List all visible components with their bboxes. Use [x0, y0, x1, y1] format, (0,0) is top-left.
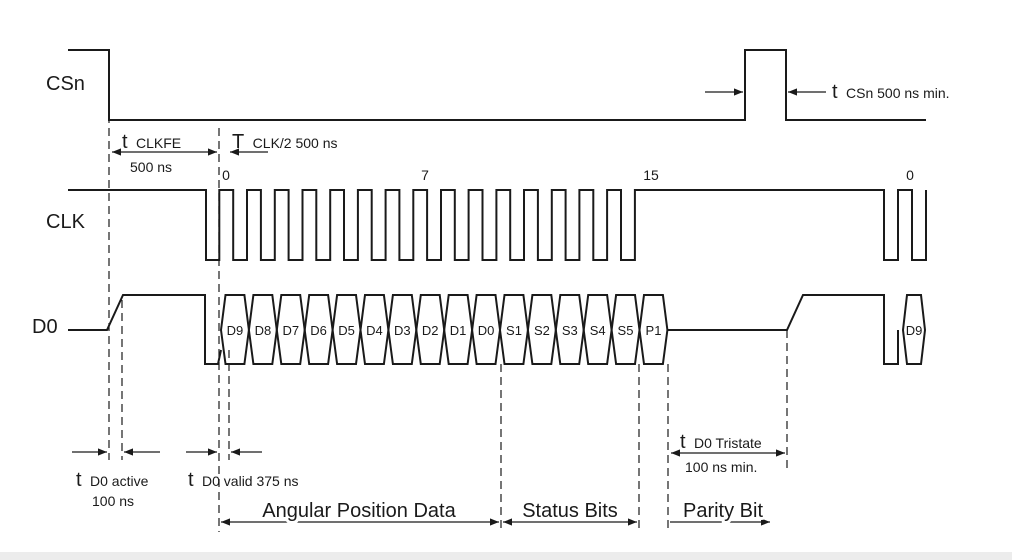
bit-cell-s3: S3	[554, 294, 585, 365]
clk-signal-label: CLK	[46, 211, 86, 233]
angular-position-label: Angular Position Data	[262, 500, 456, 522]
t-d0-active-label: t D0 active	[76, 469, 149, 491]
bit-label: D6	[310, 323, 327, 338]
bit-label: S3	[562, 323, 578, 338]
bit-label: D0	[478, 323, 495, 338]
bit-cell-d3: D3	[387, 294, 418, 365]
bit-cell-s1: S1	[498, 294, 529, 365]
bit-label: D8	[255, 323, 272, 338]
clock-number-last: 15	[643, 167, 659, 183]
clock-number-middle: 7	[421, 167, 429, 183]
bit-label: D5	[338, 323, 355, 338]
wrap-bit-label: D9	[906, 323, 923, 338]
t-d0-valid-label: t D0 valid 375 ns	[188, 469, 299, 491]
bit-label: D7	[282, 323, 299, 338]
bit-label: S4	[590, 323, 606, 338]
t-d0-active-value: 100 ns	[92, 493, 134, 509]
bit-label: D4	[366, 323, 383, 338]
bit-cell-s2: S2	[526, 294, 557, 365]
data-bit-cells: D9 D8 D7 D6 D5 D4 D3 D2 D1 D0 S1 S2 S3 S4 S5 P1	[219, 294, 669, 365]
bit-cell-s5: S5	[610, 294, 641, 365]
t-d0-tristate-label: t D0 Tristate	[680, 431, 762, 453]
clock-number-first: 0	[222, 167, 230, 183]
wrap-bit-cell: D9	[901, 294, 927, 365]
bit-cell-d1: D1	[443, 294, 474, 365]
bit-label: D2	[422, 323, 439, 338]
d0-signal-label: D0	[32, 316, 58, 338]
clk-waveform	[68, 189, 927, 261]
bit-label: D9	[227, 323, 244, 338]
bit-cell-d0: D0	[471, 294, 502, 365]
parity-bit-label: Parity Bit	[683, 500, 763, 522]
bit-label: S2	[534, 323, 550, 338]
bit-cell-s4: S4	[582, 294, 613, 365]
bit-label: S5	[618, 323, 634, 338]
t-csn-label: t CSn 500 ns min.	[832, 81, 950, 103]
bit-cell-d5: D5	[331, 294, 362, 365]
d0-tristate-waveform	[668, 294, 899, 365]
d0-pre-waveform	[68, 294, 222, 365]
bit-cell-d4: D4	[359, 294, 390, 365]
bit-cell-d8: D8	[247, 294, 278, 365]
bit-cell-p1: P1	[638, 294, 669, 365]
csn-waveform	[68, 49, 926, 121]
bit-cell-outline	[638, 294, 669, 365]
bit-label: S1	[506, 323, 522, 338]
t-clkfe-value: 500 ns	[130, 159, 172, 175]
t-clkfe-label: t CLKFE	[122, 131, 181, 153]
t-d0-tristate-value: 100 ns min.	[685, 459, 757, 475]
status-bits-label: Status Bits	[522, 500, 618, 522]
bit-cell-d9: D9	[219, 294, 250, 365]
clock-number-wrap: 0	[906, 167, 914, 183]
bit-cell-d2: D2	[415, 294, 446, 365]
bit-label: P1	[646, 323, 662, 338]
csn-signal-label: CSn	[46, 73, 85, 95]
bit-cell-d7: D7	[275, 294, 306, 365]
bit-label: D3	[394, 323, 411, 338]
bottom-strip	[0, 552, 1012, 560]
bit-label: D1	[450, 323, 467, 338]
bit-cell-d6: D6	[303, 294, 334, 365]
t-clk2-label: T CLK/2 500 ns	[232, 131, 338, 153]
